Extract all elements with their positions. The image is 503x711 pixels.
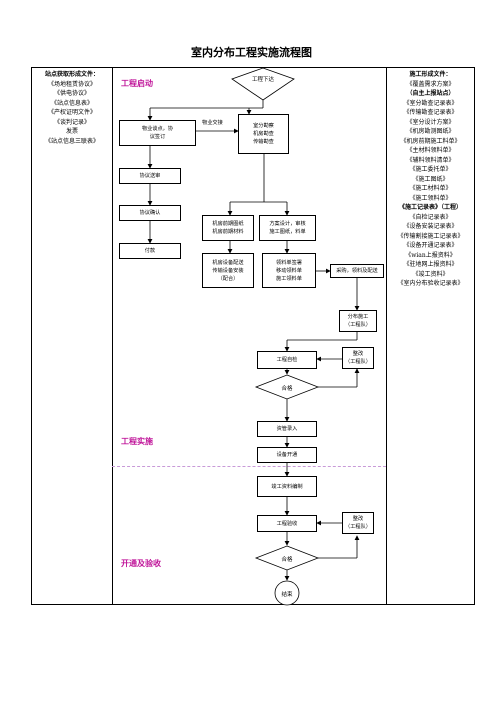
- asset-entry-node: 资管录入: [257, 421, 317, 437]
- construction-doc-item: 《传输勘查记录表》: [403, 109, 458, 116]
- agreement-review-node: 协议送审: [119, 168, 181, 184]
- flowchart-frame: [31, 67, 475, 605]
- construction-doc-item: 《室分设计方案》: [406, 118, 455, 126]
- construction-doc-item: 《室分勘查记录表》: [403, 99, 458, 107]
- acceptance-node: 工程验收: [257, 515, 317, 532]
- construction-doc-item: 《wian上报资料》: [405, 251, 456, 259]
- decision-shape: [231, 67, 295, 101]
- stage-label-implement: 工程实施: [121, 437, 153, 446]
- stage-divider: [112, 466, 386, 467]
- terminal-shape: [274, 580, 300, 606]
- payment-node: 付款: [119, 243, 181, 259]
- construction-doc-item: 《施工材料单》: [409, 185, 452, 192]
- site-docs-column: 站点获取形成文件： 《场地租赁协议》 《供电协议》 《站点信息表》 《产权证明文…: [32, 70, 112, 146]
- self-check-node: 工程自检: [257, 351, 317, 369]
- construction-doc-item: 《自检记录表》: [409, 213, 452, 221]
- construction-doc-item: 《机房前期施工料单》: [400, 137, 461, 145]
- column-divider-right: [386, 67, 387, 605]
- stage-label-accept: 开通及验收: [121, 559, 161, 568]
- construction-doc-item: 《室内分布验收记录表》: [397, 280, 464, 287]
- negotiate-node: 物业谈点，协议签订: [119, 120, 196, 146]
- completion-docs-node: 竣工资料编制: [257, 476, 317, 497]
- qualified-decision-1: 合格: [281, 386, 293, 392]
- site-doc-item: 《谈判记录》: [53, 118, 90, 126]
- rectify-node-1: 整改（工程队）: [342, 347, 374, 369]
- column-divider-left: [112, 67, 113, 605]
- device-open-node: 设备开通: [257, 447, 317, 463]
- survey-node: 室分勘察机房勘查传输勘查: [238, 114, 289, 154]
- construction-doc-item: 《竣工资料》: [412, 270, 449, 278]
- room-delivery-node: 机房设备配送传输设备安装（配合）: [202, 253, 254, 288]
- construction-doc-item: 《传输割接施工记录表》: [397, 232, 464, 240]
- site-doc-item: 《供电协议》: [53, 90, 90, 97]
- site-doc-item: 《产权证明文件》: [47, 109, 96, 116]
- construction-doc-item: 《机房勘测图纸》: [406, 128, 455, 135]
- site-doc-item: 《站点信息三联表》: [44, 137, 99, 145]
- construction-record-subheading: 《施工记录表》（工程）: [398, 204, 462, 211]
- construction-docs-heading: 施工形成文件：: [409, 71, 452, 78]
- construction-doc-item: 《设备开通记录表》: [403, 242, 458, 249]
- property-handover-label: 物业交接: [202, 120, 223, 126]
- construction-docs-column: 施工形成文件： 《覆盖需求方案》 （自主上报站点） 《室分勘查记录表》 《传输勘…: [387, 70, 474, 289]
- stage-label-start: 工程启动: [121, 79, 153, 88]
- procure-node: 采购，领料及配送: [330, 264, 384, 278]
- page-title: 室内分布工程实施流程图: [191, 46, 312, 59]
- construction-doc-item: 《设备安装记录表》: [403, 223, 458, 230]
- construction-doc-item: 《驻地网上报资料》: [403, 261, 458, 268]
- construction-doc-item: 《施工图纸》: [412, 175, 449, 183]
- material-sign-node: 领料单签署移动领料单施工领料单: [262, 253, 316, 288]
- construction-doc-item: 《覆盖需求方案》: [406, 80, 455, 88]
- site-doc-item: 《场地租赁协议》: [47, 80, 96, 88]
- end-node: 结束: [281, 592, 293, 598]
- construction-doc-item: 《施工领料单》: [409, 194, 452, 202]
- rectify-node-2: 整改（工程队）: [342, 512, 374, 534]
- site-doc-item: 发票: [65, 128, 78, 135]
- site-doc-item: 《站点信息表》: [50, 99, 93, 107]
- subcontract-node: 分布施工（工程队）: [339, 310, 377, 332]
- design-node: 方案设计，审核施工图纸，料单: [259, 215, 316, 241]
- room-drawings-node: 机房前期图纸机房前期材料: [202, 215, 254, 241]
- site-docs-heading: 站点获取形成文件：: [44, 71, 99, 78]
- construction-doc-item: 《主材料领料单》: [406, 147, 455, 154]
- self-report-subheading: （自主上报站点）: [406, 90, 455, 97]
- project-order-node: 工程下达: [251, 77, 274, 83]
- construction-doc-item: 《辅料领料清单》: [406, 156, 455, 164]
- qualified-decision-2: 合格: [281, 557, 293, 563]
- construction-doc-item: 《施工委托单》: [409, 166, 452, 173]
- agreement-confirm-node: 协议确认: [119, 205, 181, 221]
